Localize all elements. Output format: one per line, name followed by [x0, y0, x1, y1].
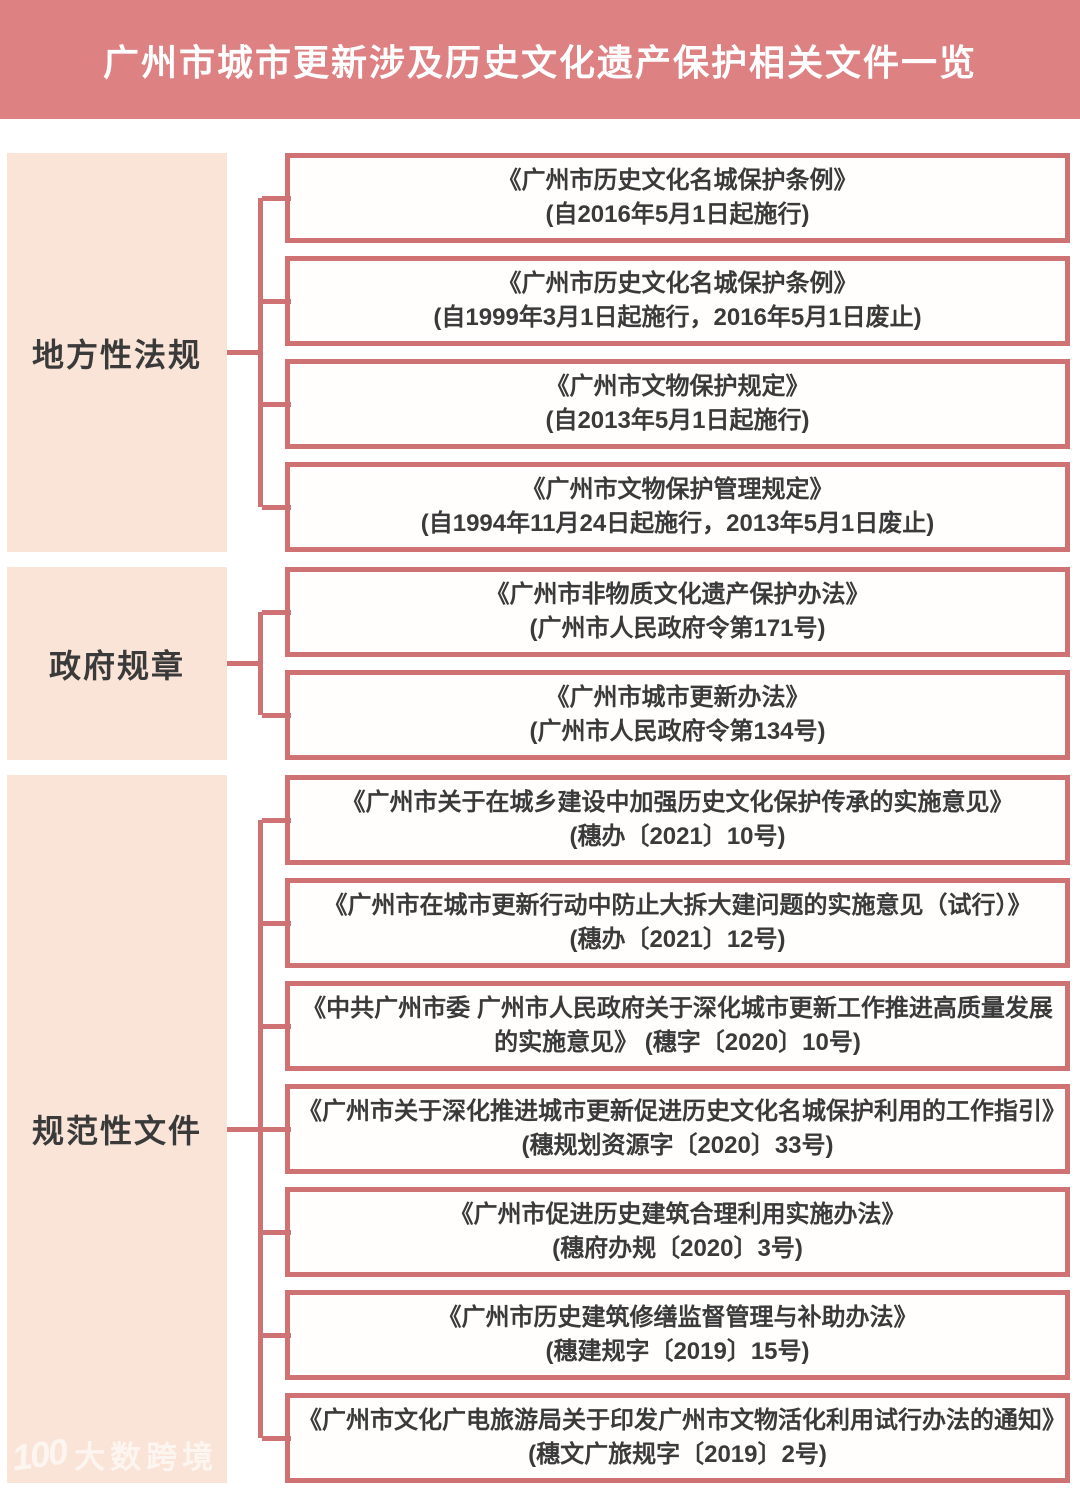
document-box: 《广州市历史建筑修缮监督管理与补助办法》 (穗建规字〔2019〕15号)	[262, 1290, 1070, 1380]
connector-trunk-line	[258, 612, 263, 715]
document-reference: (穗文广旅规字〔2019〕2号)	[528, 1441, 827, 1468]
connector-category-stub	[227, 350, 261, 355]
document-reference: (穗建规字〔2019〕15号)	[545, 1338, 810, 1365]
document-reference: (自1994年11月24日起施行，2013年5月1日废止)	[420, 510, 935, 537]
document-box: 《广州市关于在城乡建设中加强历史文化保护传承的实施意见》 (穗办〔2021〕10…	[262, 775, 1070, 865]
category-box: 政府规章	[7, 567, 227, 760]
category-section: 地方性法规 《广州市历史文化名城保护条例》 (自2016年5月1日起施行) 《广…	[7, 153, 1070, 552]
category-box: 地方性法规	[7, 153, 227, 552]
document-box: 《广州市在城市更新行动中防止大拆大建问题的实施意见（试行）》 (穗办〔2021〕…	[262, 878, 1070, 968]
document-title: 《广州市关于在城乡建设中加强历史文化保护传承的实施意见》	[341, 789, 1014, 816]
category-label: 政府规章	[48, 647, 185, 684]
document-box: 《广州市城市更新办法》 (广州市人民政府令第134号)	[262, 670, 1070, 760]
document-reference: (穗府办规〔2020〕3号)	[552, 1235, 803, 1262]
document-box: 《广州市历史文化名城保护条例》 (自1999年3月1日起施行，2016年5月1日…	[262, 256, 1070, 346]
document-reference: (穗规划资源字〔2020〕33号)	[521, 1132, 834, 1159]
document-box: 《广州市历史文化名城保护条例》 (自2016年5月1日起施行)	[262, 153, 1070, 243]
page-title: 广州市城市更新涉及历史文化遗产保护相关文件一览	[102, 41, 977, 83]
document-reference: (自1999年3月1日起施行，2016年5月1日废止)	[433, 304, 922, 331]
document-reference: (自2013年5月1日起施行)	[545, 407, 810, 434]
document-title: 《广州市文物保护管理规定》	[521, 476, 834, 503]
document-box: 《广州市促进历史建筑合理利用实施办法》 (穗府办规〔2020〕3号)	[262, 1187, 1070, 1277]
brand-logo-icon: 100	[9, 1429, 69, 1479]
document-title: 《广州市城市更新办法》	[545, 684, 810, 711]
connector-category-stub	[227, 661, 261, 666]
document-title: 《广州市关于深化推进城市更新促进历史文化名城保护利用的工作指引》	[298, 1098, 1066, 1125]
document-title: 《中共广州市委 广州市人民政府关于深化城市更新工作推进高质量发展	[302, 995, 1053, 1022]
document-reference: (广州市人民政府令第171号)	[529, 615, 826, 642]
document-list: 《广州市关于在城乡建设中加强历史文化保护传承的实施意见》 (穗办〔2021〕10…	[262, 775, 1070, 1483]
document-box: 《广州市文物保护管理规定》 (自1994年11月24日起施行，2013年5月1日…	[262, 462, 1070, 552]
document-title: 《广州市促进历史建筑合理利用实施办法》	[449, 1201, 906, 1228]
document-title: 《广州市文化广电旅游局关于印发广州市文物活化利用试行办法的通知》	[298, 1407, 1066, 1434]
document-title: 《广州市非物质文化遗产保护办法》	[485, 581, 870, 608]
watermark: 100 大数跨境	[9, 1429, 219, 1479]
document-list: 《广州市非物质文化遗产保护办法》 (广州市人民政府令第171号) 《广州市城市更…	[262, 567, 1070, 760]
document-box: 《中共广州市委 广州市人民政府关于深化城市更新工作推进高质量发展 的实施意见》 …	[262, 981, 1070, 1071]
category-section: 规范性文件 《广州市关于在城乡建设中加强历史文化保护传承的实施意见》 (穗办〔2…	[7, 775, 1070, 1483]
connector-trunk-line	[258, 198, 263, 507]
connector-category-stub	[227, 1126, 261, 1132]
document-box: 《广州市文物保护规定》 (自2013年5月1日起施行)	[262, 359, 1070, 449]
document-reference: (自2016年5月1日起施行)	[545, 201, 810, 228]
document-title: 《广州市历史文化名城保护条例》	[497, 167, 858, 194]
category-label: 规范性文件	[31, 1113, 202, 1149]
document-box: 《广州市关于深化推进城市更新促进历史文化名城保护利用的工作指引》 (穗规划资源字…	[262, 1084, 1070, 1174]
brand-name: 大数跨境	[74, 1440, 219, 1475]
document-title: 《广州市文物保护规定》	[545, 373, 810, 400]
document-title: 《广州市在城市更新行动中防止大拆大建问题的实施意见（试行）》	[323, 892, 1032, 919]
document-box: 《广州市非物质文化遗产保护办法》 (广州市人民政府令第171号)	[262, 567, 1070, 657]
category-label: 地方性法规	[31, 336, 202, 373]
category-section: 政府规章 《广州市非物质文化遗产保护办法》 (广州市人民政府令第171号) 《广…	[7, 567, 1070, 760]
document-reference: 的实施意见》 (穗字〔2020〕10号)	[494, 1029, 861, 1056]
document-box: 《广州市文化广电旅游局关于印发广州市文物活化利用试行办法的通知》 (穗文广旅规字…	[262, 1393, 1070, 1483]
document-title: 《广州市历史建筑修缮监督管理与补助办法》	[437, 1304, 918, 1331]
document-tree-diagram: 地方性法规 《广州市历史文化名城保护条例》 (自2016年5月1日起施行) 《广…	[7, 153, 1070, 1483]
document-title: 《广州市历史文化名城保护条例》	[497, 270, 858, 297]
document-list: 《广州市历史文化名城保护条例》 (自2016年5月1日起施行) 《广州市历史文化…	[262, 153, 1070, 552]
document-reference: (穗办〔2021〕12号)	[569, 926, 786, 953]
category-box: 规范性文件	[7, 775, 227, 1483]
document-reference: (广州市人民政府令第134号)	[529, 718, 826, 745]
document-reference: (穗办〔2021〕10号)	[569, 823, 786, 850]
connector-trunk-line	[258, 820, 263, 1438]
title-banner: 广州市城市更新涉及历史文化遗产保护相关文件一览	[0, 0, 1080, 119]
